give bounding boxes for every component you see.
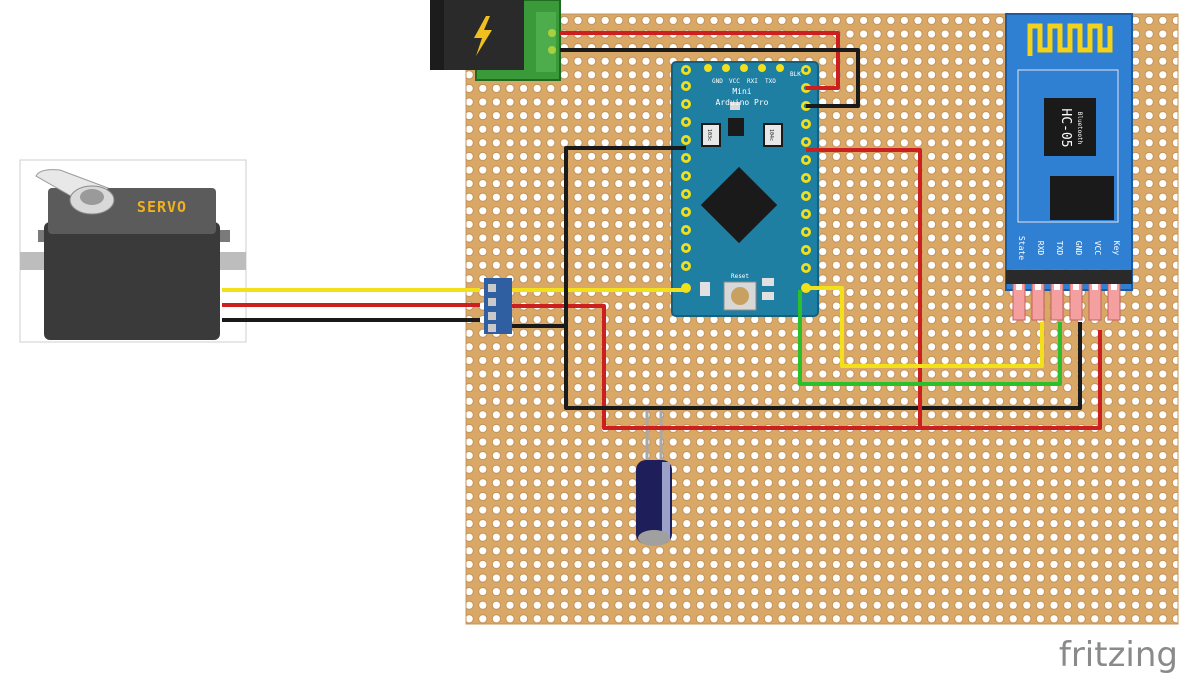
hc05-bluetooth-module — [1005, 13, 1133, 321]
hc05-pin-label-key: Key — [1112, 241, 1121, 256]
wire-power-red — [560, 31, 840, 90]
arduino-right-pin-label: BLK — [790, 71, 801, 78]
hc05-model-label: HC-05 — [1058, 108, 1073, 147]
wire-arduino-rx — [798, 290, 1062, 386]
arduino-top-pin-3: RXI — [747, 78, 758, 85]
wire-servo-vcc — [512, 304, 1102, 430]
hc05-subtitle: Bluetooth — [1076, 112, 1083, 145]
servo-motor — [19, 159, 247, 343]
hc05-pin-label-rxd: RXD — [1036, 241, 1045, 256]
arduino-chip-label-a: 103c — [706, 129, 712, 141]
fritzing-watermark: fritzing — [1059, 635, 1178, 675]
board-wires — [512, 31, 1102, 430]
arduino-reset-label: Reset — [731, 273, 749, 280]
wire-arduino-vcc — [806, 148, 922, 428]
servo-wires — [222, 288, 480, 322]
arduino-top-pin-1: GND — [712, 78, 723, 85]
arduino-title-line-2: Arduino Pro — [716, 98, 769, 107]
wire-arduino-tx — [806, 286, 1044, 368]
arduino-top-pin-4: TXO — [765, 78, 776, 85]
hc05-pin-label-txd: TXD — [1055, 241, 1064, 256]
electrolytic-capacitor — [636, 410, 672, 546]
dc-power-jack — [430, 0, 561, 81]
wire-ground-bus — [564, 146, 1082, 410]
hc05-pin-label-vcc: VCC — [1093, 241, 1102, 256]
servo-header — [484, 278, 512, 334]
arduino-pro-mini — [671, 61, 819, 317]
hc05-pin-label-gnd: GND — [1074, 241, 1083, 256]
arduino-title-line-1: Mini — [732, 87, 751, 96]
arduino-chip-label-b: 104c — [768, 129, 774, 141]
arduino-top-pin-2: VCC — [729, 78, 740, 85]
hc05-pin-label-state: State — [1017, 236, 1026, 260]
servo-label: SERVO — [137, 198, 187, 216]
lightning-icon — [474, 16, 492, 56]
wire-power-black — [560, 48, 860, 108]
